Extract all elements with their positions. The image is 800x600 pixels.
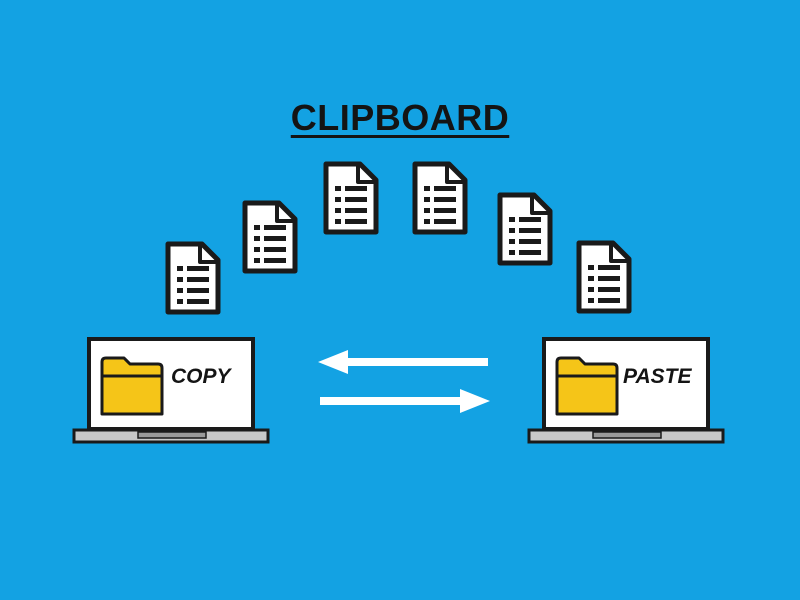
folder-icon — [555, 356, 619, 416]
document-icon — [322, 160, 380, 236]
folder-icon — [100, 356, 164, 416]
laptop-icon — [527, 337, 725, 444]
document-icon — [411, 160, 469, 236]
document-icon — [164, 240, 222, 316]
document-icon — [575, 239, 633, 315]
document-icon — [496, 191, 554, 267]
arrow-left-icon — [318, 349, 488, 375]
document-icon — [241, 199, 299, 275]
copy-label: COPY — [171, 365, 231, 388]
paste-label: PASTE — [623, 365, 692, 388]
paste-laptop: PASTE — [527, 336, 727, 448]
laptop-icon — [72, 337, 270, 444]
page-title: CLIPBOARD — [290, 97, 510, 138]
copy-laptop: COPY — [72, 336, 272, 448]
arrow-right-icon — [320, 388, 490, 414]
